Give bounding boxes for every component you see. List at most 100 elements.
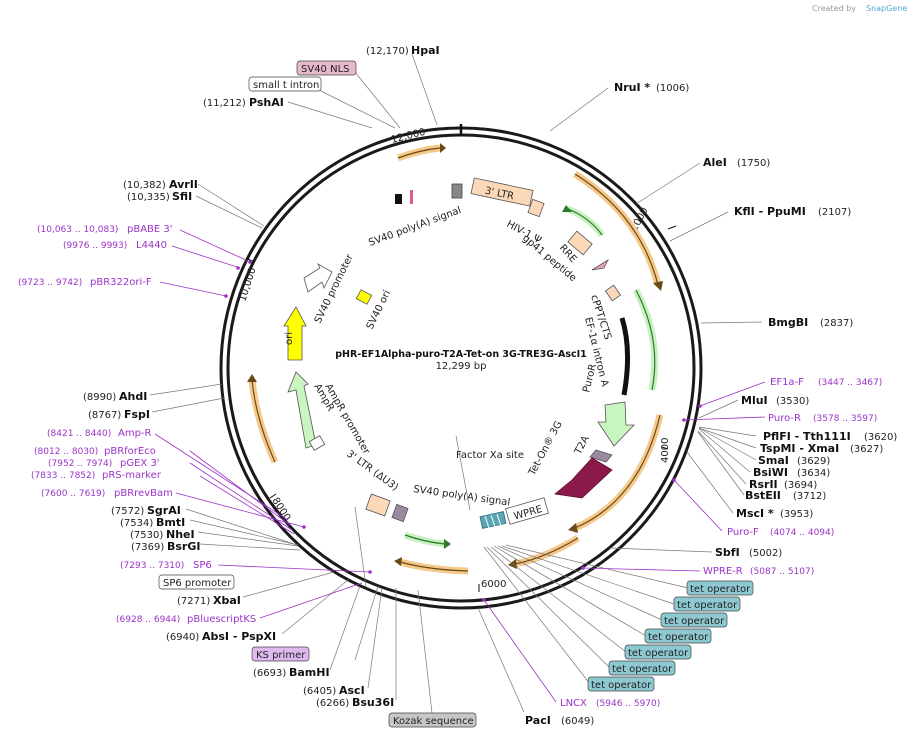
ef1af-name: EF1a-F <box>770 377 804 388</box>
pbrforeco-name: pBRforEco <box>104 446 156 457</box>
snapgene-brand: SnapGene <box>866 4 907 13</box>
leader-bamhi <box>329 585 361 671</box>
pflfi-pos: (3620) <box>864 432 897 443</box>
leader-prsmarker <box>199 475 295 535</box>
leader-asci <box>367 587 383 689</box>
leader-paci <box>477 607 525 713</box>
leader-tspmi <box>698 427 757 449</box>
arc-orange-ne-line <box>574 173 659 286</box>
arc-orange-se-line <box>574 414 661 529</box>
bsrgi-name: BsrGI <box>167 540 200 553</box>
leader-alei <box>635 162 701 205</box>
avrii-name: AvrII <box>169 178 198 191</box>
sv40promoter-label: SV40 promoter <box>313 252 356 325</box>
asci-name: AscI <box>339 684 365 697</box>
puror-arrow <box>597 401 635 447</box>
fspi-name: FspI <box>124 408 150 421</box>
leader-tetop-2 <box>501 545 675 605</box>
marker-wprer <box>581 566 585 570</box>
arc-green-top-head <box>562 205 572 212</box>
pbr322ori-pos: (9723 .. 9742) <box>18 278 82 288</box>
marker-l4440 <box>236 266 240 270</box>
arc-orange-ne <box>573 171 662 286</box>
enzyme-leaders <box>149 53 763 714</box>
alei-name: AleI <box>703 156 727 169</box>
leader-lncx <box>483 599 557 703</box>
leader-sv40nls <box>354 71 401 129</box>
bmgbi-pos: (2837) <box>820 318 853 329</box>
marker-lncx <box>482 598 486 602</box>
paci-pos: (6049) <box>561 716 594 727</box>
ltr3-small-box <box>527 198 545 218</box>
inner-features: 3' LTR WPRE ori <box>283 177 635 529</box>
tetop-label-7: tet operator <box>591 680 652 691</box>
pbr322ori-name: pBR322ori-F <box>90 277 152 288</box>
sv40-polyA-marker <box>395 194 402 204</box>
sp6-pos: (7293 .. 7310) <box>120 561 184 571</box>
leader-ahdi <box>149 383 223 396</box>
tetop-box-6 <box>608 660 676 676</box>
tet-operator-leaders <box>483 544 689 685</box>
bmti-pos: (7534) <box>120 518 153 529</box>
ksprimer-label: KS primer <box>256 650 306 661</box>
tick-10000 <box>245 257 255 263</box>
tetop-box-7 <box>587 676 655 692</box>
pbabe3-name: pBABE 3' <box>127 224 173 235</box>
purof-pos: (4074 .. 4094) <box>770 528 834 538</box>
kozak-label: Kozak sequence <box>393 716 474 727</box>
leader-sbfi <box>609 547 713 553</box>
teton-label: Tet-On® 3G <box>526 419 564 478</box>
leader-sgrai <box>185 508 298 546</box>
lncx-name: LNCX <box>560 698 587 709</box>
tetop-label-5: tet operator <box>628 648 689 659</box>
arc-sv40-top <box>396 144 441 162</box>
sv40-promoter-arrow <box>303 262 333 293</box>
arc-green-top <box>566 205 605 238</box>
l4440-name: L4440 <box>136 240 167 251</box>
leader-factorxa <box>455 435 471 511</box>
leader-puror <box>683 416 766 421</box>
pbrrevbam-name: pBRrevBam <box>114 488 173 499</box>
marker-pbabe3 <box>248 260 252 264</box>
nrui-name: NruI * <box>614 81 650 94</box>
ampr-promoter-box <box>308 435 326 451</box>
leader-pshai <box>287 101 373 129</box>
sv40nls-label: SV40 NLS <box>301 64 350 75</box>
boxed-labels: SV40 NLS small t intron SP6 promoter KS … <box>158 60 754 728</box>
arc-orange-bottom-head <box>394 557 402 566</box>
leader-ksprimer <box>354 585 379 661</box>
mlui-pos: (3530) <box>776 396 809 407</box>
rsrii-pos: (3694) <box>784 480 817 491</box>
leader-nhei <box>197 531 299 547</box>
rsrii-name: RsrII <box>749 478 778 491</box>
sv40-ori-box <box>355 289 373 305</box>
fspi-pos: (8767) <box>88 410 121 421</box>
leader-pbluescriptks <box>259 582 363 619</box>
marker-purof <box>672 478 676 482</box>
marker-pbrrevbam <box>302 525 306 529</box>
plasmid-length: 12,299 bp <box>436 361 487 372</box>
arc-green-bottom <box>403 531 446 548</box>
smai-pos: (3629) <box>797 456 830 467</box>
arc-green-east <box>632 288 659 391</box>
arc-green-top-line <box>567 208 603 236</box>
leader-purof <box>673 479 723 532</box>
puror-name: Puro-R <box>768 413 801 424</box>
leader-rsrii <box>697 430 747 485</box>
hpai-pos: (12,170) <box>366 46 409 57</box>
kfli-pos: (2107) <box>818 207 851 218</box>
bamhi-pos: (6693) <box>253 668 286 679</box>
tetop-box-2 <box>673 596 741 612</box>
tick-label-6000: 6000 <box>481 579 506 590</box>
tspmi-name: TspMI - XmaI <box>760 442 839 455</box>
sgrai-name: SgrAI <box>147 504 181 517</box>
sp6-name: SP6 <box>193 560 212 571</box>
leader-wprer <box>582 567 701 572</box>
leader-smallt <box>312 86 396 129</box>
tick-4000 <box>661 446 669 450</box>
tetop-box-5 <box>624 644 692 660</box>
tetop-box-4 <box>644 628 712 644</box>
leader-bsiwi <box>698 428 751 473</box>
leader-avrii <box>197 183 265 227</box>
